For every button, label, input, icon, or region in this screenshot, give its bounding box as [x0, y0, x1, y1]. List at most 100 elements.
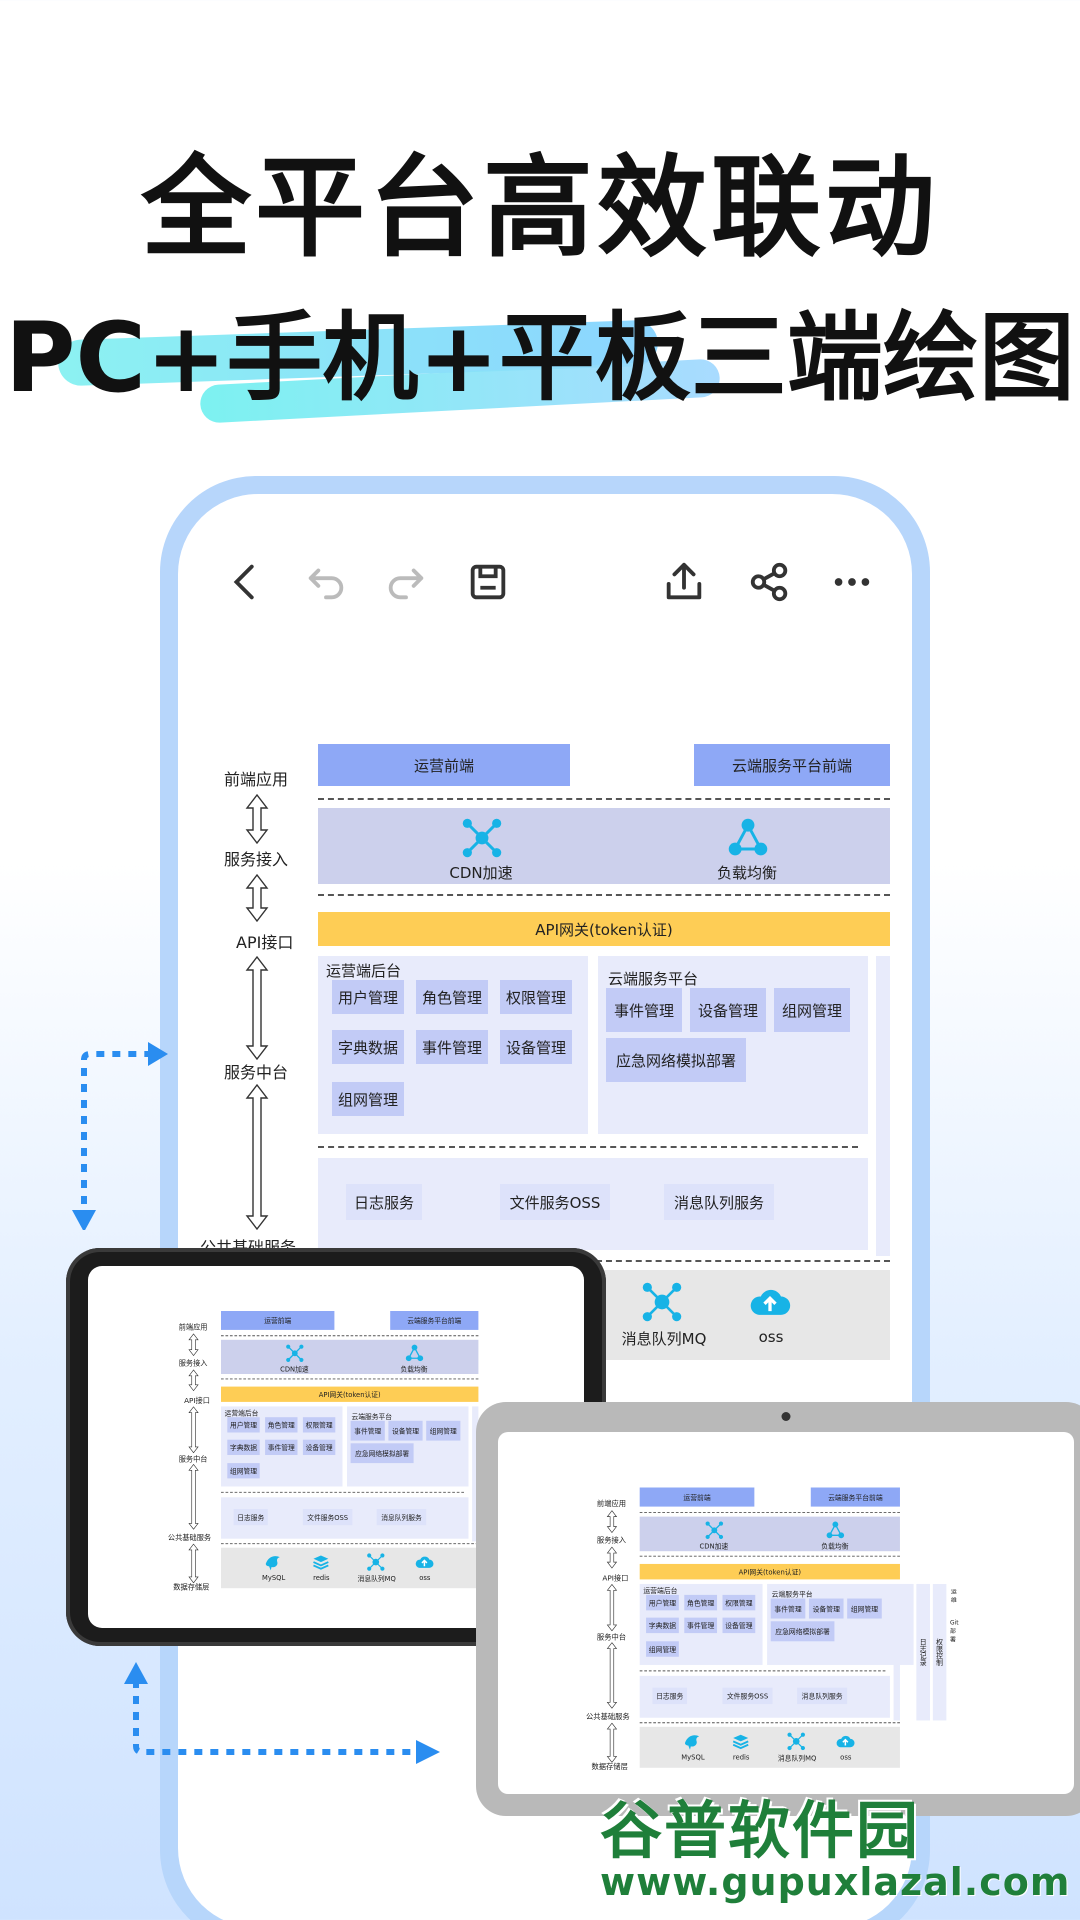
git-deploy: Git部署 — [950, 1619, 959, 1644]
dash-line — [318, 1146, 858, 1148]
ops-item[interactable]: 用户管理 — [227, 1417, 260, 1433]
common-item[interactable]: 日志服务 — [233, 1509, 268, 1526]
chevron-left-icon[interactable] — [218, 554, 274, 610]
lb-label: 负载均衡 — [716, 864, 777, 882]
cloud-item[interactable]: 应急网络模拟部署 — [770, 1621, 835, 1642]
mysql-icon — [265, 1556, 280, 1571]
double-arrow-icon — [188, 1464, 199, 1530]
api-gateway[interactable]: API网关(token认证) — [318, 912, 890, 946]
mysql-icon — [684, 1735, 700, 1750]
access-layer-bg — [318, 808, 890, 884]
side-auth: 权限控制 — [932, 1583, 947, 1721]
ops-item[interactable]: 组网管理 — [332, 1082, 404, 1116]
cloud-item[interactable]: 应急网络模拟部署 — [606, 1038, 746, 1082]
ops-item[interactable]: 设备管理 — [722, 1617, 756, 1634]
oss-icon — [750, 1289, 791, 1315]
ops-item[interactable]: 字典数据 — [332, 1030, 404, 1064]
ops-item[interactable]: 组网管理 — [227, 1463, 260, 1479]
ops-item[interactable]: 用户管理 — [332, 980, 404, 1014]
ops-item[interactable]: 角色管理 — [684, 1594, 718, 1611]
more-icon[interactable] — [824, 554, 880, 610]
api-gateway[interactable]: API网关(token认证) — [639, 1563, 900, 1580]
double-arrow-icon — [606, 1583, 618, 1632]
cloud-item[interactable]: 事件管理 — [606, 988, 682, 1032]
toolbar — [178, 554, 912, 614]
common-item[interactable]: 日志服务 — [346, 1184, 422, 1220]
double-arrow-icon — [606, 1722, 618, 1763]
storage-label: oss — [840, 1753, 852, 1762]
cloud-item[interactable]: 设备管理 — [388, 1420, 423, 1441]
storage-label: redis — [732, 1753, 750, 1762]
layer-label: API接口 — [236, 933, 294, 952]
cloud-item[interactable]: 设备管理 — [808, 1598, 844, 1619]
ops-item[interactable]: 设备管理 — [302, 1439, 336, 1455]
save-icon[interactable] — [460, 554, 516, 610]
balance-icon — [728, 818, 768, 856]
common-item[interactable]: 消息队列服务 — [797, 1687, 848, 1705]
export-icon[interactable] — [656, 554, 712, 610]
common-item[interactable]: 消息队列服务 — [376, 1509, 427, 1526]
layer-label: 服务接入 — [178, 1358, 208, 1368]
dash-line — [221, 1543, 479, 1545]
storage-label: MySQL — [681, 1753, 705, 1762]
frontend-cloud[interactable]: 云端服务平台前端 — [810, 1487, 900, 1507]
cloud-item[interactable]: 设备管理 — [690, 988, 766, 1032]
mq-icon — [367, 1553, 385, 1571]
cloud-item[interactable]: 组网管理 — [426, 1420, 461, 1441]
ops-item[interactable]: 字典数据 — [646, 1617, 679, 1634]
ops-item[interactable]: 组网管理 — [646, 1641, 679, 1657]
api-gateway[interactable]: API网关(token认证) — [221, 1386, 479, 1402]
ops-item[interactable]: 角色管理 — [416, 980, 488, 1014]
ops-item[interactable]: 角色管理 — [265, 1417, 298, 1433]
ops-item[interactable]: 事件管理 — [265, 1439, 298, 1455]
ops-item[interactable]: 用户管理 — [646, 1594, 679, 1611]
side-strip — [893, 1583, 900, 1721]
common-item[interactable]: 消息队列服务 — [664, 1184, 774, 1220]
layer-label: 数据存储层 — [591, 1762, 628, 1771]
common-item[interactable]: 文件服务OSS — [500, 1184, 610, 1220]
redis-icon — [313, 1555, 329, 1570]
frontend-ops[interactable]: 运营前端 — [318, 744, 570, 786]
cdn-icon — [286, 1344, 304, 1362]
common-item[interactable]: 文件服务OSS — [722, 1687, 773, 1705]
ops-item[interactable]: 权限管理 — [302, 1417, 336, 1433]
common-item[interactable]: 文件服务OSS — [302, 1509, 353, 1526]
cloud-item[interactable]: 事件管理 — [350, 1420, 385, 1441]
cloud-item[interactable]: 组网管理 — [847, 1598, 882, 1619]
cloud-item[interactable]: 应急网络模拟部署 — [350, 1443, 414, 1464]
ops-item[interactable]: 权限管理 — [500, 980, 572, 1014]
redo-icon[interactable] — [378, 554, 434, 610]
access-layer-bg — [221, 1339, 479, 1374]
ops-item[interactable]: 事件管理 — [684, 1617, 718, 1634]
layer-label: 服务中台 — [224, 1063, 289, 1082]
undo-icon[interactable] — [298, 554, 354, 610]
oss-icon — [415, 1556, 434, 1568]
headline-line2: PC+手机+平板三端绘图 — [5, 302, 1075, 414]
frontend-cloud[interactable]: 云端服务平台前端 — [390, 1311, 479, 1330]
cloud-item[interactable]: 事件管理 — [770, 1598, 806, 1619]
cdn-icon — [705, 1521, 724, 1540]
watermark-logo: 谷普软件园 — [600, 1794, 921, 1867]
ops-item[interactable]: 字典数据 — [227, 1439, 260, 1455]
ops-item[interactable]: 事件管理 — [416, 1030, 488, 1064]
side-strip — [876, 956, 890, 1256]
storage-label: oss — [419, 1573, 431, 1582]
share-icon[interactable] — [742, 554, 798, 610]
storage-label: 消息队列MQ — [777, 1754, 817, 1763]
layer-label: API接口 — [602, 1573, 629, 1583]
ops-item[interactable]: 权限管理 — [722, 1594, 756, 1611]
ops-item[interactable]: 设备管理 — [500, 1030, 572, 1064]
common-item[interactable]: 日志服务 — [652, 1687, 688, 1705]
frontend-cloud[interactable]: 云端服务平台前端 — [694, 744, 890, 786]
double-arrow-icon — [188, 1369, 199, 1392]
dash-line — [639, 1512, 900, 1513]
cloud-platform-title: 云端服务平台 — [771, 1590, 813, 1599]
double-arrow-icon — [188, 1543, 199, 1584]
frontend-ops[interactable]: 运营前端 — [639, 1487, 755, 1507]
cloud-item[interactable]: 组网管理 — [774, 988, 850, 1032]
frontend-ops[interactable]: 运营前端 — [221, 1311, 335, 1330]
cloud-platform-title: 云端服务平台 — [608, 970, 699, 988]
